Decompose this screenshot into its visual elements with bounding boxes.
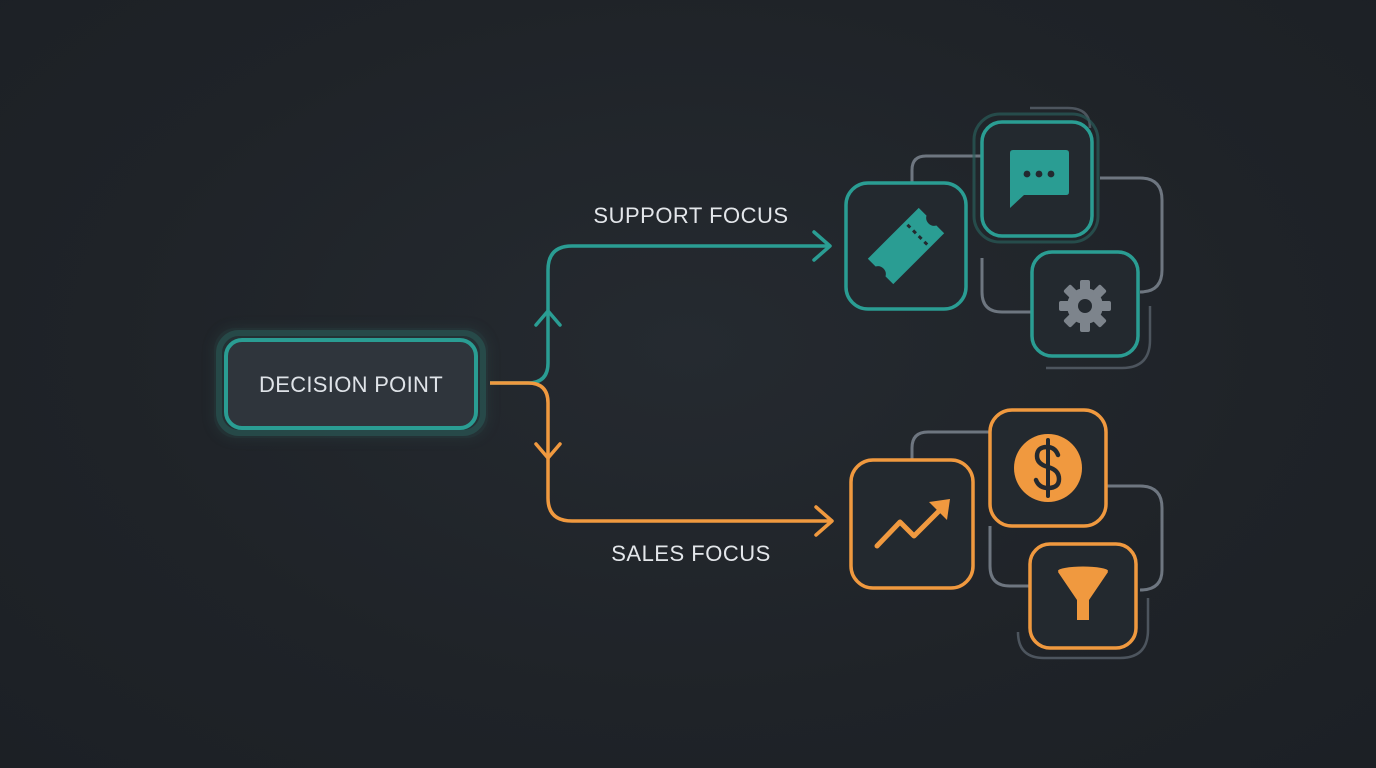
support-icon-cluster [844, 106, 1164, 370]
chat-icon [1010, 150, 1069, 208]
dollar-icon [1014, 434, 1082, 502]
ticket-tile[interactable] [844, 181, 968, 311]
funnel-icon [1058, 566, 1108, 620]
chat-tile[interactable] [972, 112, 1100, 244]
sales-focus-label: SALES FOCUS [611, 541, 771, 566]
up-arrow-icon [534, 309, 562, 327]
down-arrow-icon [534, 442, 562, 460]
decision-point-label: DECISION POINT [259, 372, 443, 397]
dollar-tile[interactable] [988, 408, 1108, 528]
ticket-icon [867, 207, 945, 285]
trend-up-icon [874, 499, 950, 549]
gear-tile[interactable] [1030, 250, 1140, 358]
funnel-tile[interactable] [1028, 542, 1138, 650]
support-focus-label: SUPPORT FOCUS [593, 203, 788, 228]
trend-tile[interactable] [849, 458, 975, 590]
gear-icon [1059, 280, 1111, 332]
arrowhead-icon [812, 230, 832, 262]
sales-icon-cluster [849, 408, 1164, 660]
arrowhead-icon [814, 505, 834, 537]
support-branch-connector [490, 230, 832, 385]
decision-point-node[interactable]: DECISION POINT [214, 328, 488, 438]
sales-branch-connector [490, 381, 834, 537]
